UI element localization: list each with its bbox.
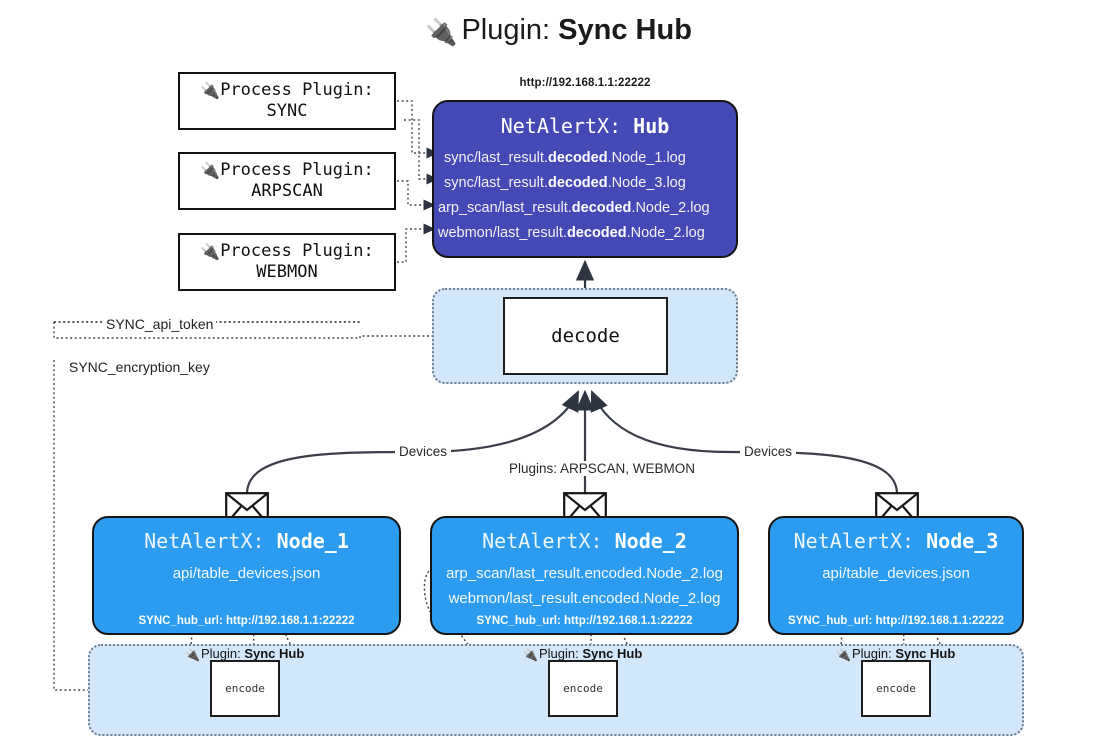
node-title-name: Node_2	[614, 529, 687, 553]
plugin-prefix: Plugin:	[200, 646, 241, 661]
node-line-list: api/table_devices.json	[770, 561, 1022, 586]
sync-api-token-label: SYNC_api_token	[103, 316, 217, 332]
node-hub-url: SYNC_hub_url: http://192.168.1.1:22222	[787, 615, 1005, 627]
hub-title: NetAlertX: Hub	[434, 114, 736, 138]
log-bold: decoded	[571, 200, 632, 216]
edge-label-plugins-center: Plugins: ARPSCAN, WEBMON	[505, 461, 700, 476]
node-line: arp_scan/last_result.encoded.Node_2.log	[446, 565, 723, 582]
plugin-name: Sync Hub	[582, 646, 643, 661]
hub-node[interactable]: NetAlertX: Hub sync/last_result.decoded.…	[432, 100, 738, 258]
encode-box-3[interactable]: encode	[861, 660, 931, 717]
node-title-prefix: NetAlertX:	[482, 529, 603, 553]
process-plugin-label: Process Plugin:	[220, 241, 374, 261]
log-pre: arp_scan/last_result.	[438, 200, 572, 216]
sync-encryption-key-label: SYNC_encryption_key	[66, 359, 213, 375]
plugin-instance-caption-1: 🔌Plugin: Sync Hub	[185, 646, 304, 662]
node-line: api/table_devices.json	[822, 565, 970, 582]
log-bold: decoded	[547, 175, 608, 191]
title-prefix: Plugin:	[461, 14, 551, 46]
node-hub-url: SYNC_hub_url: http://192.168.1.1:22222	[476, 615, 693, 627]
process-plugin-name: WEBMON	[256, 262, 318, 283]
process-plugin-sync[interactable]: 🔌Process Plugin: SYNC	[178, 72, 396, 130]
process-plugin-name: ARPSCAN	[251, 181, 323, 202]
plug-icon: 🔌	[200, 242, 221, 261]
node-box-node-1[interactable]: NetAlertX: Node_1 api/table_devices.json…	[92, 516, 401, 635]
plug-icon: 🔌	[523, 648, 538, 662]
node-title-name: Node_1	[276, 529, 349, 553]
hub-title-name: Hub	[633, 114, 670, 138]
node-hub-url: SYNC_hub_url: http://192.168.1.1:22222	[138, 615, 355, 627]
hub-url-label: http://192.168.1.1:22222	[519, 77, 651, 89]
plug-icon: 🔌	[200, 161, 221, 180]
plug-icon: 🔌	[836, 648, 851, 662]
node-box-node-2[interactable]: NetAlertX: Node_2 arp_scan/last_result.e…	[430, 516, 739, 635]
node-title: NetAlertX: Node_3	[770, 529, 1022, 553]
process-plugin-label: Process Plugin:	[220, 80, 374, 100]
plug-icon: 🔌	[185, 648, 200, 662]
decode-box[interactable]: decode	[503, 297, 668, 375]
log-pre: sync/last_result.	[444, 150, 548, 166]
log-post: .Node_1.log	[607, 150, 686, 166]
node-title: NetAlertX: Node_1	[94, 529, 399, 553]
plugin-prefix: Plugin:	[538, 646, 579, 661]
hub-log-list: sync/last_result.decoded.Node_1.log sync…	[434, 146, 736, 246]
process-plugin-arpscan[interactable]: 🔌Process Plugin: ARPSCAN	[178, 152, 396, 210]
hub-log-line: sync/last_result.decoded.Node_3.log	[444, 171, 736, 196]
plugin-instance-caption-2: 🔌Plugin: Sync Hub	[523, 646, 642, 662]
hub-log-line: webmon/last_result.decoded.Node_2.log	[438, 221, 736, 246]
node-title-name: Node_3	[926, 529, 999, 553]
node-line: api/table_devices.json	[172, 565, 321, 582]
log-bold: decoded	[547, 150, 608, 166]
encode-box-1[interactable]: encode	[210, 660, 280, 717]
node-line-list: arp_scan/last_result.encoded.Node_2.log …	[432, 561, 737, 611]
process-plugin-name: SYNC	[266, 101, 308, 122]
edge-label-devices-right: Devices	[740, 444, 797, 459]
node-line-list: api/table_devices.json	[94, 561, 399, 586]
plugin-name: Sync Hub	[244, 646, 305, 661]
plugin-name: Sync Hub	[895, 646, 956, 661]
process-plugin-label: Process Plugin:	[220, 160, 374, 180]
log-post: .Node_3.log	[607, 175, 686, 191]
edge-label-devices-left: Devices	[395, 444, 452, 459]
node-title: NetAlertX: Node_2	[432, 529, 737, 553]
log-bold: decoded	[566, 225, 627, 241]
node-title-prefix: NetAlertX:	[144, 529, 265, 553]
process-plugin-webmon[interactable]: 🔌Process Plugin: WEBMON	[178, 233, 396, 291]
hub-log-line: sync/last_result.decoded.Node_1.log	[444, 146, 736, 171]
plugin-instance-caption-3: 🔌Plugin: Sync Hub	[836, 646, 955, 662]
node-title-prefix: NetAlertX:	[793, 529, 915, 553]
plug-icon: 🔌	[200, 81, 221, 100]
encode-box-2[interactable]: encode	[548, 660, 618, 717]
plugin-prefix: Plugin:	[851, 646, 892, 661]
node-line: webmon/last_result.encoded.Node_2.log	[448, 590, 721, 607]
hub-log-line: arp_scan/last_result.decoded.Node_2.log	[438, 196, 736, 221]
hub-title-prefix: NetAlertX:	[500, 114, 622, 138]
node-box-node-3[interactable]: NetAlertX: Node_3 api/table_devices.json…	[768, 516, 1024, 635]
log-post: .Node_2.log	[631, 200, 710, 216]
log-pre: sync/last_result.	[444, 175, 548, 191]
page-title: 🔌Plugin: Sync Hub	[0, 14, 1117, 48]
plug-icon: 🔌	[425, 17, 458, 47]
log-pre: webmon/last_result.	[438, 225, 567, 241]
title-name: Sync Hub	[558, 14, 692, 46]
log-post: .Node_2.log	[626, 225, 705, 241]
